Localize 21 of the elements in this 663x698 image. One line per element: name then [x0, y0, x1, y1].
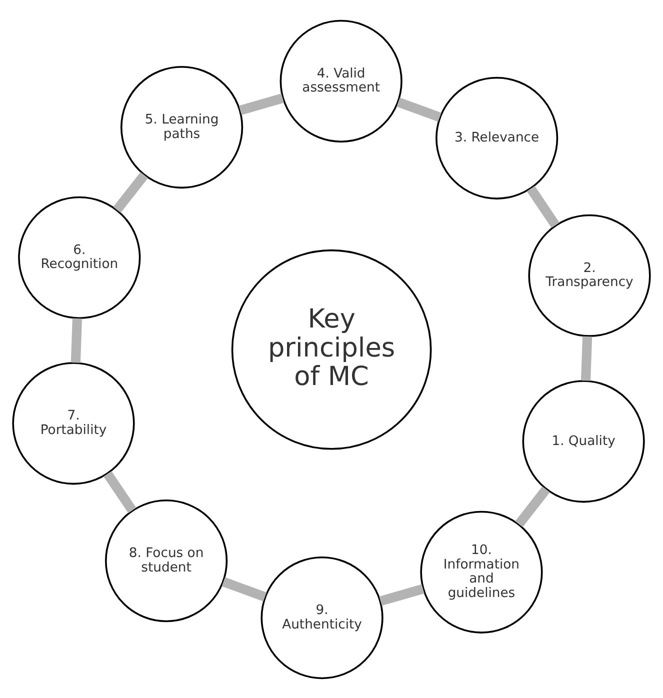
node-circle: 8. Focus on student — [104, 499, 228, 622]
connector — [222, 576, 267, 601]
connector — [379, 584, 424, 606]
node-circle: 2. Transparency — [528, 214, 651, 336]
connector — [396, 97, 442, 122]
connector — [104, 470, 136, 513]
node-circle: 7. Portability — [12, 362, 135, 484]
connector — [70, 318, 82, 362]
node-circle: 5. Learning paths — [120, 65, 244, 188]
connector — [515, 486, 550, 527]
node-circle: 4. Valid assessment — [280, 19, 402, 142]
node-circle: 3. Relevance — [436, 76, 558, 199]
connector — [526, 185, 560, 228]
connector — [580, 336, 592, 380]
node-circle: 6. Recognition — [18, 196, 141, 318]
node-circle: 9. Authenticity — [260, 556, 384, 679]
connector — [238, 93, 284, 114]
node-circle: 1. Quality — [522, 380, 645, 502]
connector — [113, 172, 148, 212]
node-circle: 10. Information and guidelines — [420, 510, 543, 633]
node-circle: Key principles of MC — [231, 248, 432, 450]
